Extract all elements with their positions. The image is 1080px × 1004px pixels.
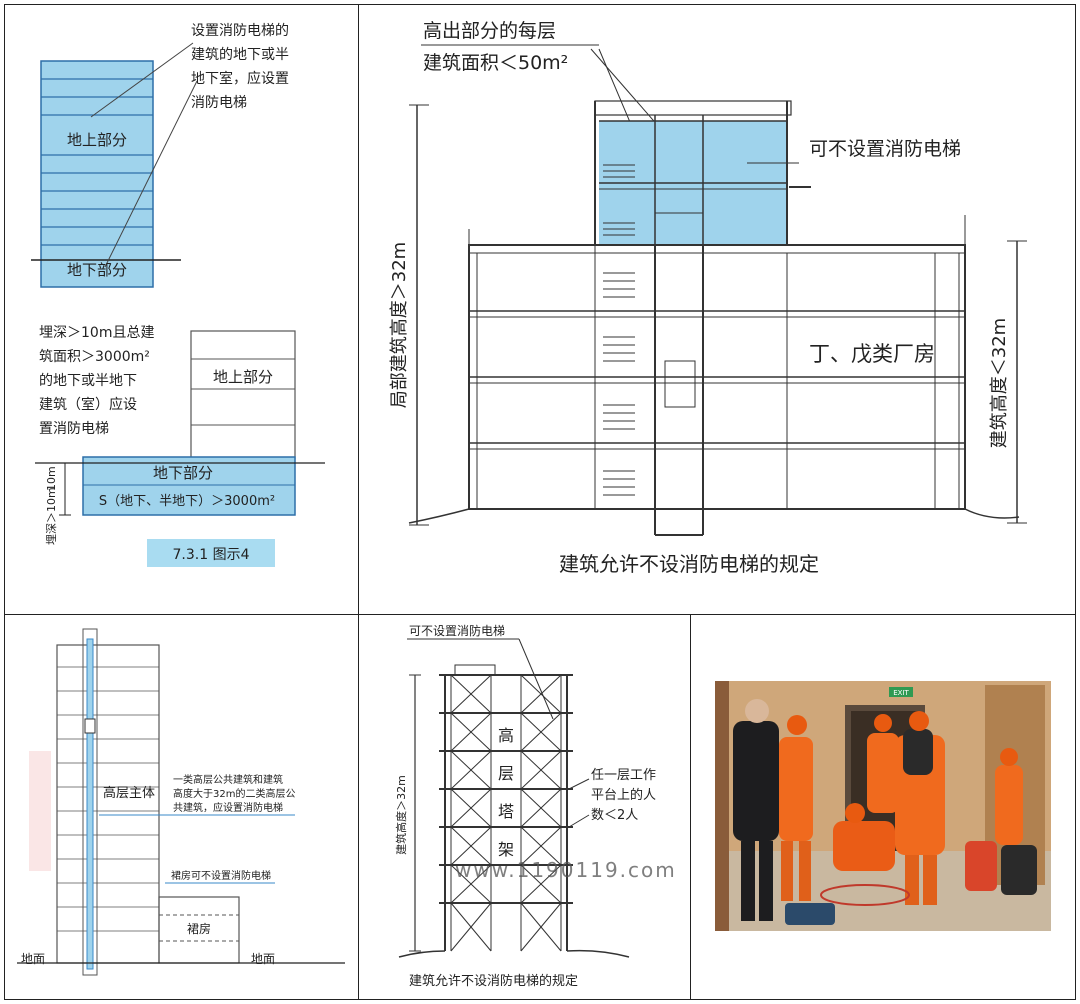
top-note: 高出部分的每层 建筑面积＜50m²	[423, 20, 568, 74]
height-dimension	[409, 674, 421, 952]
svg-text:任一层工作: 任一层工作	[591, 768, 656, 783]
svg-text:一类高层公共建筑和建筑: 一类高层公共建筑和建筑	[173, 773, 283, 786]
svg-text:共建筑，应设置消防电梯: 共建筑，应设置消防电梯	[173, 801, 283, 814]
label-above-ground-2: 地上部分	[213, 368, 273, 386]
svg-text:埋深＞10m且总建: 埋深＞10m且总建	[39, 325, 154, 341]
platform-note: 任一层工作 平台上的人 数＜2人	[591, 768, 656, 823]
label-podium: 裙房	[187, 921, 211, 936]
label-below-ground: 地下部分	[67, 261, 127, 279]
watermark: www.1190119.com	[455, 858, 677, 882]
label-height: 建筑高度＞32m	[394, 775, 408, 855]
panel-high-tower-frame: 可不设置消防电梯	[358, 614, 692, 1000]
svg-text:消防电梯: 消防电梯	[191, 95, 247, 111]
label-top-note: 可不设置消防电梯	[409, 623, 505, 638]
rescue-photo: EXIT	[715, 681, 1051, 931]
svg-text:筑面积＞3000m²: 筑面积＞3000m²	[39, 349, 150, 365]
rooftop-structure	[594, 100, 811, 245]
svg-text:的地下或半地下: 的地下或半地下	[39, 373, 137, 389]
left-dimension	[409, 104, 429, 526]
label-above-ground: 地上部分	[67, 131, 127, 149]
svg-text:地下室，应设置: 地下室，应设置	[191, 70, 289, 87]
right-dimension	[1007, 240, 1027, 524]
main-building	[408, 215, 1020, 536]
caption-rule-2: 建筑允许不设消防电梯的规定	[409, 973, 578, 989]
svg-text:高度大于32m的二类高层公: 高度大于32m的二类高层公	[173, 787, 295, 800]
label-below-ground-2: 地下部分	[153, 464, 213, 482]
label-main-tower: 高层主体	[103, 785, 155, 801]
label-no-elevator: 可不设置消防电梯	[809, 138, 961, 160]
svg-text:建筑面积＜50m²: 建筑面积＜50m²	[423, 52, 568, 74]
label-podium-note: 裙房可不设置消防电梯	[171, 869, 271, 882]
caption-rule: 建筑允许不设消防电梯的规定	[559, 552, 819, 576]
short-building	[35, 330, 325, 516]
svg-text:设置消防电梯的: 设置消防电梯的	[191, 23, 289, 39]
svg-text:层: 层	[498, 764, 514, 783]
svg-text:数＜2人: 数＜2人	[591, 808, 638, 823]
tower-label: 高 层 塔 架	[498, 726, 514, 859]
panel-high-rise-podium: 高层主体 一类高层公共建筑和建筑 高度大于32m的二类高层公 共建筑，应设置消防…	[4, 614, 360, 1000]
svg-text:塔: 塔	[498, 802, 514, 821]
exit-sign: EXIT	[893, 689, 909, 697]
factory-diagram: 高出部分的每层 建筑面积＜50m² 可不设置消防电梯	[389, 20, 1027, 576]
tower-frame-diagram: 可不设置消防电梯	[394, 623, 677, 989]
label-ground-left: 地面	[21, 952, 45, 966]
panel-factory-building: 高出部分的每层 建筑面积＜50m² 可不设置消防电梯	[358, 4, 1076, 616]
svg-text:高: 高	[498, 726, 514, 745]
svg-text:平台上的人: 平台上的人	[591, 787, 656, 803]
svg-text:架: 架	[498, 840, 514, 859]
label-left-height: 局部建筑高度＞32m	[389, 242, 410, 408]
high-rise-diagram: 高层主体 一类高层公共建筑和建筑 高度大于32m的二类高层公 共建筑，应设置消防…	[17, 628, 345, 976]
tower-frame	[398, 664, 630, 958]
label-right-height: 建筑高度＜32m	[989, 318, 1010, 448]
caption-figure: 7.3.1 图示4	[173, 547, 250, 563]
note-text: 埋深＞10m且总建 筑面积＞3000m² 的地下或半地下 建筑（室）应设 置消防…	[39, 325, 154, 437]
high-rise-tower	[56, 628, 240, 976]
svg-text:置消防电梯: 置消防电梯	[39, 421, 109, 437]
panel-rescue-photo: EXIT	[690, 614, 1076, 1000]
tall-building	[31, 42, 198, 288]
svg-text:建筑（室）应设: 建筑（室）应设	[39, 396, 137, 413]
label-depth-mark: 10m	[45, 466, 58, 491]
callout-text: 设置消防电梯的 建筑的地下或半 地下室，应设置 消防电梯	[191, 23, 289, 111]
panel-underground-elevator: 地上部分 地下部分 设置消防电梯的 建筑的地下或半 地下室，应设置 消防电梯 埋…	[4, 4, 360, 616]
svg-text:高出部分的每层: 高出部分的每层	[423, 20, 556, 42]
label-depth: 埋深＞10m	[45, 487, 58, 545]
label-area: S（地下、半地下）＞3000m²	[99, 494, 275, 509]
tower-note: 一类高层公共建筑和建筑 高度大于32m的二类高层公 共建筑，应设置消防电梯	[173, 773, 295, 814]
label-factory: 丁、戊类厂房	[809, 342, 935, 366]
label-ground-right: 地面	[251, 952, 275, 966]
svg-text:建筑的地下或半: 建筑的地下或半	[191, 47, 289, 63]
underground-diagram: 地上部分 地下部分 设置消防电梯的 建筑的地下或半 地下室，应设置 消防电梯 埋…	[31, 23, 325, 567]
